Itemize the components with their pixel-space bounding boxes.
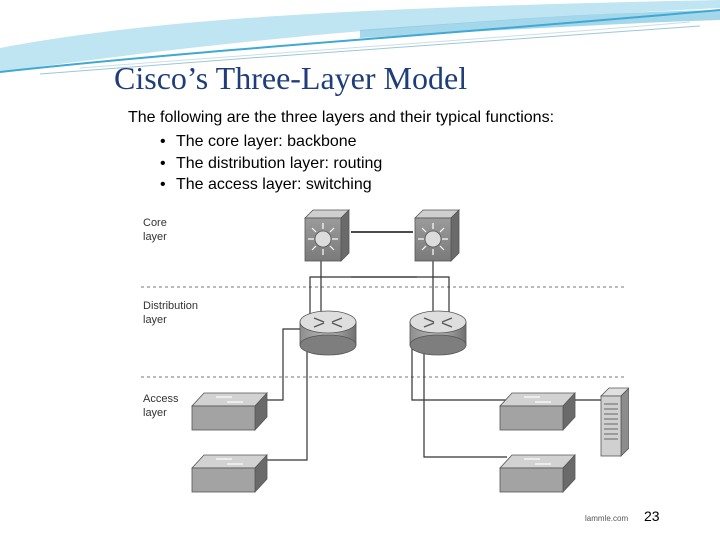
bullet-access: The access layer: switching xyxy=(160,174,382,196)
bullet-distribution: The distribution layer: routing xyxy=(160,153,382,175)
slide-title: Cisco’s Three-Layer Model xyxy=(114,60,468,96)
distribution-router-left xyxy=(299,310,357,356)
layer-label-access-2: layer xyxy=(143,407,167,419)
access-switch-bottom-right xyxy=(499,453,576,494)
layer-label-core: Core xyxy=(143,217,167,229)
bullet-core: The core layer: backbone xyxy=(160,131,382,153)
header-wave-decoration xyxy=(0,0,720,75)
layer-label-access: Access xyxy=(143,393,179,405)
bullet-list: The core layer: backbone The distributio… xyxy=(160,131,382,196)
access-switch-bottom-left xyxy=(191,453,268,494)
intro-text: The following are the three layers and t… xyxy=(128,109,555,126)
credit-text: lammle.com xyxy=(585,514,628,523)
layer-label-distribution-2: layer xyxy=(143,314,167,326)
server-icon xyxy=(600,387,629,457)
page-number: 23 xyxy=(644,508,660,524)
layer-label-core-2: layer xyxy=(143,231,167,243)
core-switch-left xyxy=(304,209,350,262)
core-switch-right xyxy=(414,209,460,262)
access-switch-top-right xyxy=(499,391,576,432)
access-switch-top-left xyxy=(191,391,268,432)
layer-label-distribution: Distribution xyxy=(143,300,198,312)
distribution-router-right xyxy=(409,310,467,356)
three-layer-diagram: Core layer Distribution layer Access lay… xyxy=(139,205,629,527)
